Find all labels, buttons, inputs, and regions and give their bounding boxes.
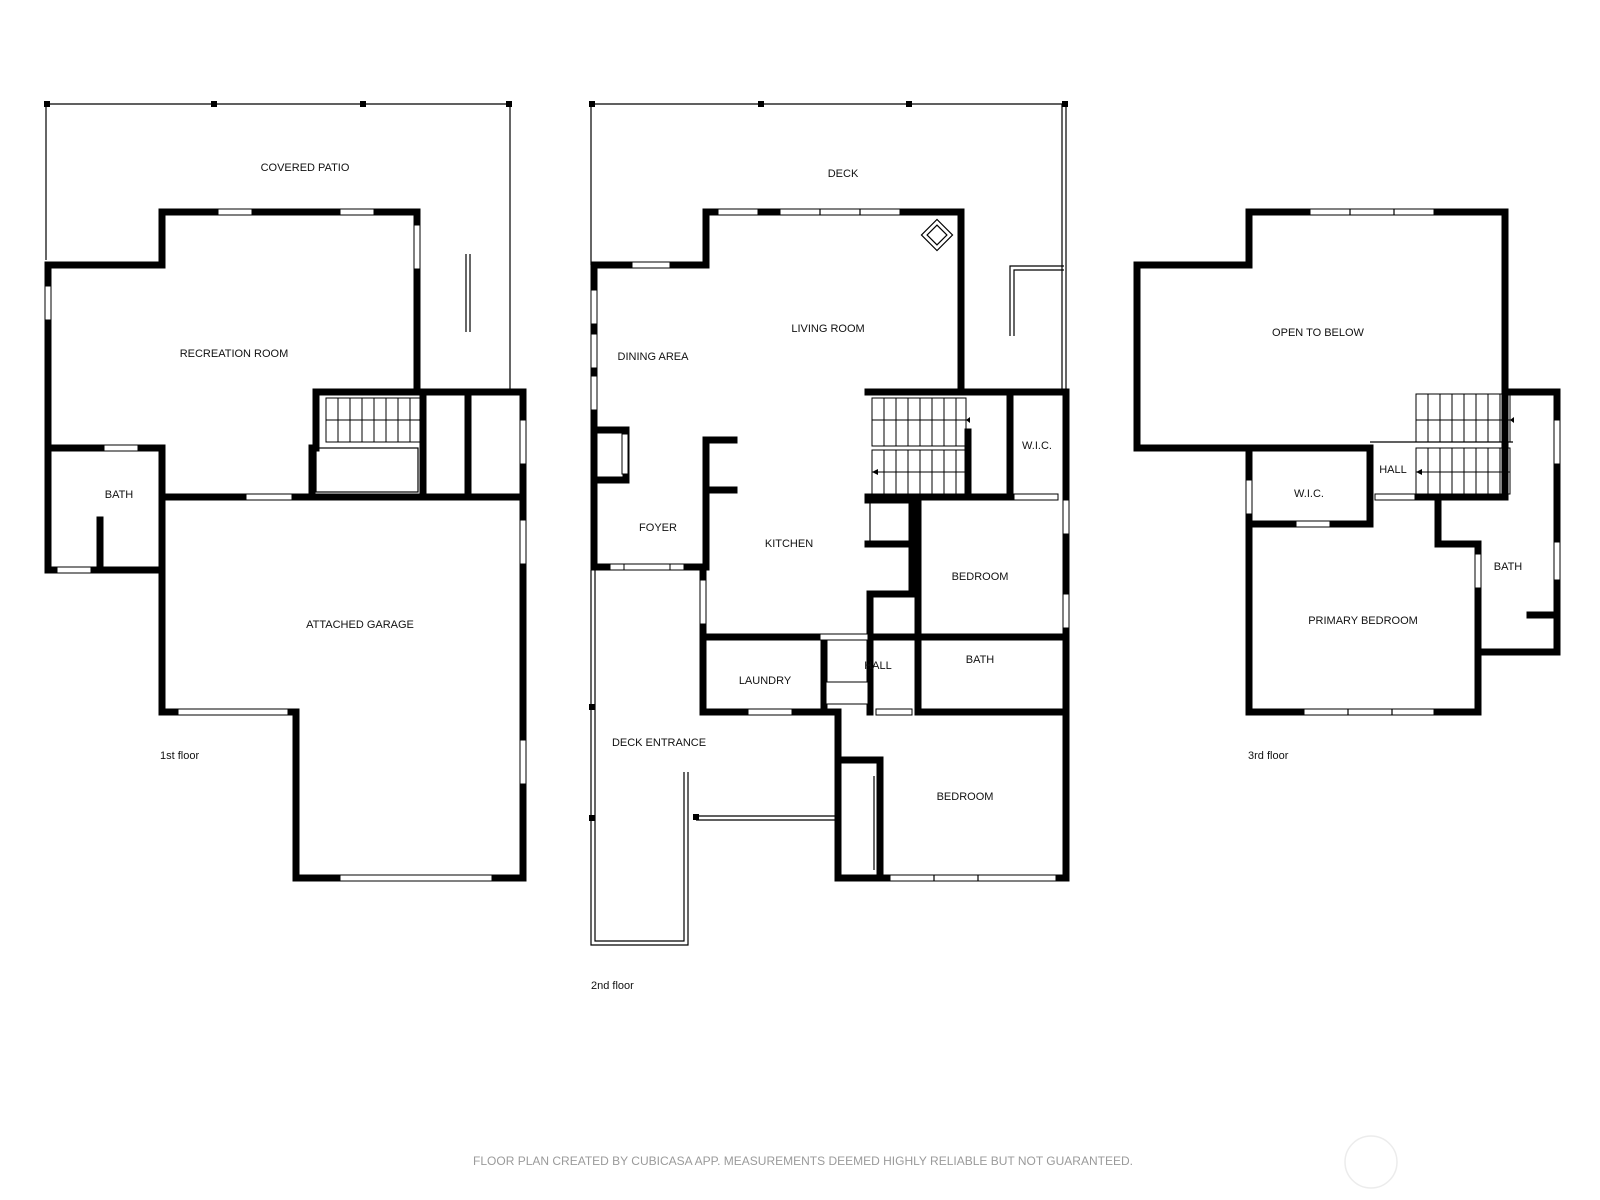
room-label-living-room: LIVING ROOM	[791, 323, 864, 335]
floor-2-plan: DECK LIVING ROOM DINING AREA FOYER KITCH…	[589, 101, 1070, 992]
room-label-wic-floor-3: W.I.C.	[1294, 488, 1324, 500]
room-label-dining-area: DINING AREA	[618, 351, 690, 363]
room-label-recreation-room: RECREATION ROOM	[180, 348, 289, 360]
deck-outline	[590, 103, 1067, 392]
fireplace-icon	[920, 218, 954, 252]
room-label-bedroom-lower: BEDROOM	[937, 791, 994, 803]
stairs-floor-2	[871, 397, 970, 495]
footer-disclaimer: FLOOR PLAN CREATED BY CUBICASA APP. MEAS…	[473, 1154, 1133, 1168]
room-label-covered-patio: COVERED PATIO	[261, 162, 350, 174]
floor-3-label: 3rd floor	[1248, 750, 1289, 762]
room-label-bath-floor-1: BATH	[105, 489, 134, 501]
floor-2-label: 2nd floor	[591, 980, 634, 992]
room-label-laundry: LAUNDRY	[739, 675, 792, 687]
room-label-hall-floor-2: HALL	[864, 660, 892, 672]
floor-3-walls	[1133, 208, 1561, 716]
floor-1-label: 1st floor	[160, 750, 199, 762]
room-label-deck-entrance: DECK ENTRANCE	[612, 737, 706, 749]
watermark-logo-icon	[1344, 1135, 1398, 1189]
room-label-attached-garage: ATTACHED GARAGE	[306, 619, 414, 631]
room-label-bedroom-upper: BEDROOM	[952, 571, 1009, 583]
room-label-wic-floor-2: W.I.C.	[1022, 440, 1052, 452]
floor-1-plan: COVERED PATIO RECREATION ROOM BATH ATTAC…	[44, 101, 527, 882]
room-label-foyer: FOYER	[639, 522, 677, 534]
room-label-kitchen: KITCHEN	[765, 538, 813, 550]
deck-entrance-outline	[590, 570, 838, 946]
room-label-open-to-below: OPEN TO BELOW	[1272, 327, 1365, 339]
floor-2-walls	[590, 208, 1070, 882]
stairs-floor-1	[325, 397, 424, 443]
stairs-floor-3	[1415, 393, 1514, 495]
room-label-bath-floor-3: BATH	[1494, 561, 1523, 573]
room-label-hall-floor-3: HALL	[1379, 464, 1407, 476]
room-label-deck: DECK	[828, 168, 859, 180]
room-label-primary-bedroom: PRIMARY BEDROOM	[1308, 615, 1418, 627]
room-label-bath-floor-2: BATH	[966, 654, 995, 666]
recreation-room-walls	[44, 208, 527, 882]
floor-3-plan: OPEN TO BELOW W.I.C. HALL BATH PRIMARY B…	[1133, 208, 1561, 762]
